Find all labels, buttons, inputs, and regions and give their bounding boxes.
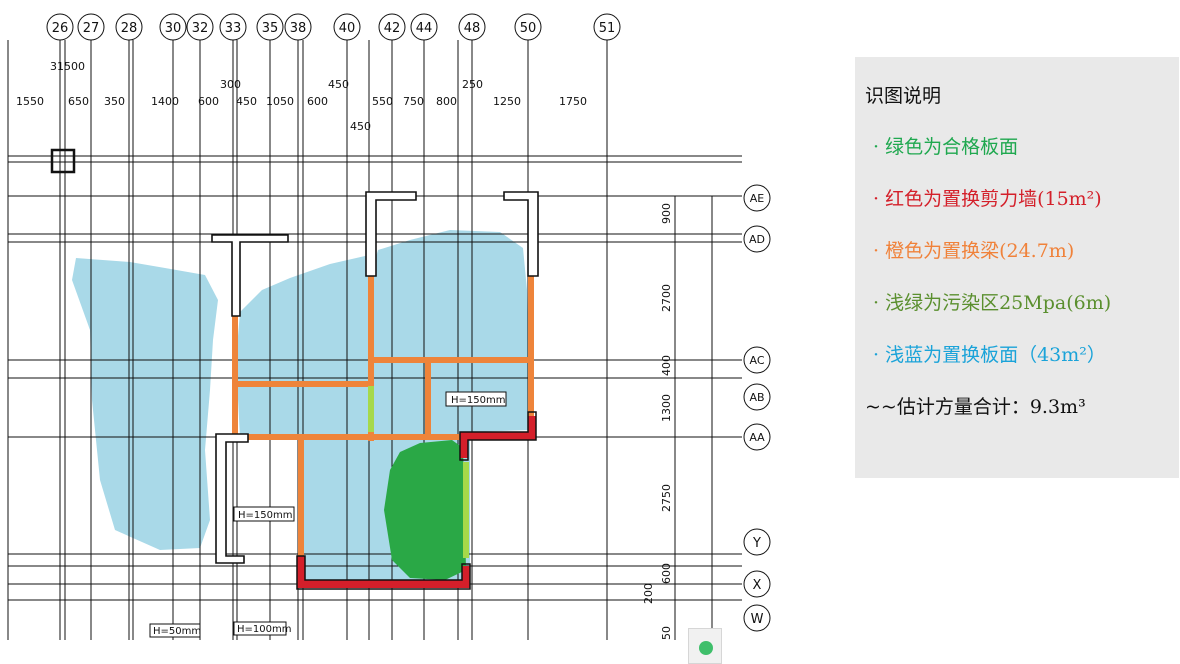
axis-bubble-27: 27 <box>77 13 105 41</box>
legend-item-green: · 绿色为合格板面 <box>873 136 1019 158</box>
dim-1400: 1400 <box>151 95 179 108</box>
dim-550: 550 <box>372 95 393 108</box>
legend-panel: 识图说明 · 绿色为合格板面 · 红色为置换剪力墙(15m²) · 橙色为置换梁… <box>855 57 1179 478</box>
svg-text:51: 51 <box>599 21 616 36</box>
right-dimension-line <box>674 196 713 640</box>
dim-750: 750 <box>403 95 424 108</box>
green-qualified-slab <box>384 440 466 580</box>
right-axis-bubbles: AE AD AC AB AA Y X W <box>743 184 771 632</box>
axis-bubble-42: 42 <box>378 13 406 41</box>
h-label-2: H=150mm <box>238 510 292 521</box>
dim-450-b: 450 <box>328 78 349 91</box>
dim-1050: 1050 <box>266 95 294 108</box>
dim-450-a: 450 <box>236 95 257 108</box>
dim-600-b: 600 <box>307 95 328 108</box>
h-label-3: H=50mm <box>153 626 201 637</box>
legend-item-orange: · 橙色为置换梁(24.7m) <box>873 240 1075 262</box>
red-replacement-shear-walls <box>297 416 536 588</box>
svg-text:35: 35 <box>262 21 279 36</box>
h-label-4: H=100mm <box>237 624 291 635</box>
dim-1250: 1250 <box>493 95 521 108</box>
dim-450-c: 450 <box>350 120 371 133</box>
svg-text:AB: AB <box>749 391 764 404</box>
slab-thickness-labels: H=150mm H=150mm H=50mm H=100mm <box>149 391 507 638</box>
dim-300: 300 <box>220 78 241 91</box>
dim-650: 650 <box>68 95 89 108</box>
dim-200: 200 <box>642 583 655 604</box>
svg-text:40: 40 <box>339 21 356 36</box>
dim-250: 250 <box>462 78 483 91</box>
axis-bubble-30: 30 <box>159 13 187 41</box>
dim-800: 800 <box>436 95 457 108</box>
svg-text:42: 42 <box>384 21 401 36</box>
legend-item-light-blue: · 浅蓝为置换板面（43m²） <box>873 344 1106 366</box>
svg-text:AD: AD <box>749 233 765 246</box>
svg-text:38: 38 <box>290 21 307 36</box>
svg-text:33: 33 <box>225 21 242 36</box>
axis-bubble-x: X <box>743 570 771 598</box>
dim-1550: 1550 <box>16 95 44 108</box>
top-dimensions: 31500 1550 650 350 1400 600 450 1050 600… <box>16 60 587 133</box>
dim-1300: 1300 <box>660 394 673 422</box>
axis-bubble-ab: AB <box>743 383 771 411</box>
floor-plan-diagram: H=150mm H=150mm H=50mm H=100mm 26 27 28 … <box>7 13 771 640</box>
dim-50: 50 <box>660 626 673 640</box>
svg-text:32: 32 <box>192 21 209 36</box>
axis-bubble-28: 28 <box>115 13 143 41</box>
axis-bubble-38: 38 <box>284 13 312 41</box>
h-label-1: H=150mm <box>451 395 505 406</box>
svg-text:27: 27 <box>83 21 100 36</box>
axis-bubble-35: 35 <box>256 13 284 41</box>
floating-widget-button[interactable] <box>688 628 722 664</box>
dim-600-a: 600 <box>198 95 219 108</box>
axis-bubble-48: 48 <box>458 13 486 41</box>
svg-text:AA: AA <box>749 431 765 444</box>
dim-350: 350 <box>104 95 125 108</box>
dim-900: 900 <box>660 203 673 224</box>
black-structural-walls <box>50 148 539 564</box>
dim-2750: 2750 <box>660 484 673 512</box>
axis-bubble-44: 44 <box>410 13 438 41</box>
svg-text:50: 50 <box>520 21 537 36</box>
dim-1750: 1750 <box>559 95 587 108</box>
svg-text:X: X <box>753 578 762 593</box>
dim-2700-a: 2700 <box>660 284 673 312</box>
widget-icon <box>699 641 713 655</box>
dim-400: 400 <box>660 355 673 376</box>
overall-dimension: 31500 <box>50 60 85 73</box>
axis-bubble-ac: AC <box>743 346 771 374</box>
dim-600: 600 <box>660 563 673 584</box>
svg-text:Y: Y <box>752 536 761 551</box>
svg-text:AE: AE <box>750 192 765 205</box>
legend-item-light-green: · 浅绿为污染区25Mpa(6m) <box>873 292 1112 314</box>
axis-bubble-33: 33 <box>219 13 247 41</box>
axis-bubble-51: 51 <box>593 13 621 41</box>
axis-bubble-ad: AD <box>743 225 771 253</box>
legend-item-red: · 红色为置换剪力墙(15m²) <box>873 188 1102 210</box>
axis-bubble-32: 32 <box>186 13 214 41</box>
svg-text:28: 28 <box>121 21 138 36</box>
legend-total: ~~估计方量合计：9.3m³ <box>865 396 1086 418</box>
svg-text:26: 26 <box>52 21 69 36</box>
axis-bubble-aa: AA <box>743 423 771 451</box>
legend-title: 识图说明 <box>865 85 942 107</box>
svg-text:30: 30 <box>165 21 182 36</box>
svg-text:W: W <box>751 612 764 627</box>
axis-bubble-w: W <box>743 604 771 632</box>
axis-bubble-ae: AE <box>743 184 771 212</box>
svg-text:AC: AC <box>749 354 764 367</box>
right-dimensions: 900 2700 400 1300 2750 600 200 50 <box>642 203 673 640</box>
axis-bubble-26: 26 <box>46 13 74 41</box>
svg-text:48: 48 <box>464 21 481 36</box>
red-wall-outlines <box>296 411 537 590</box>
axis-bubble-50: 50 <box>514 13 542 41</box>
axis-bubble-y: Y <box>743 528 771 556</box>
top-axis-bubbles: 26 27 28 30 32 33 35 38 40 42 44 48 50 5… <box>46 13 621 41</box>
svg-text:44: 44 <box>416 21 433 36</box>
axis-bubble-40: 40 <box>333 13 361 41</box>
